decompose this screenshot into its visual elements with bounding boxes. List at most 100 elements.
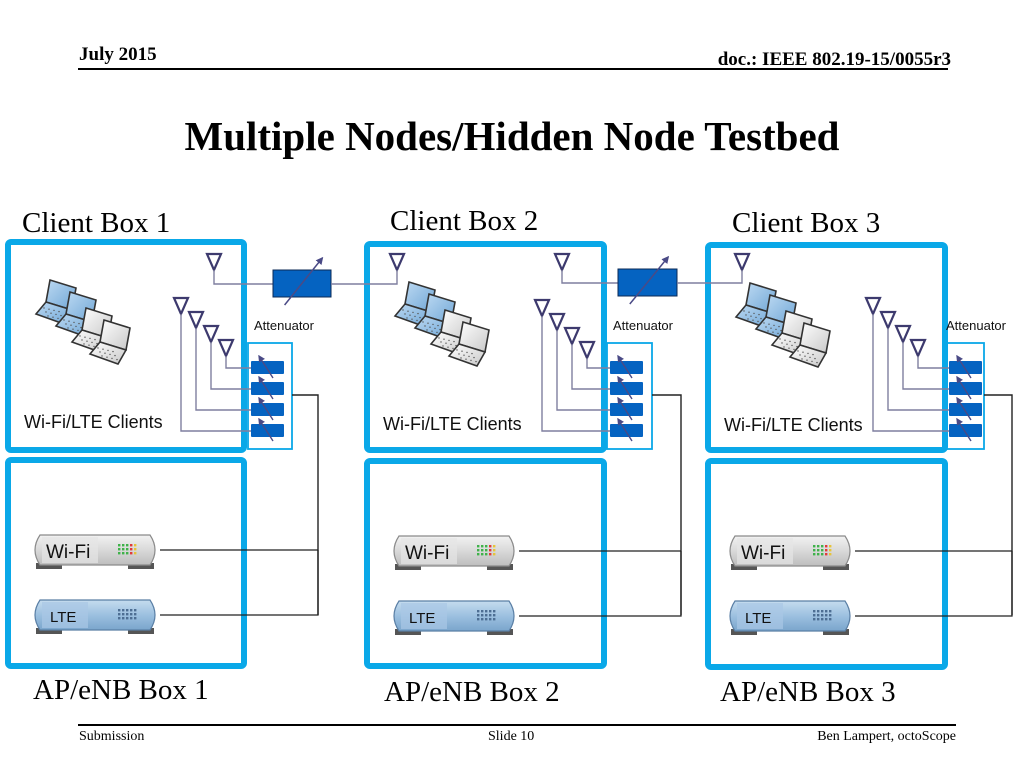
variable-arrow-icon <box>617 375 633 400</box>
antenna-wire <box>225 356 251 369</box>
router-foot <box>731 564 757 570</box>
attenuator-channel-2 <box>949 375 982 400</box>
antenna-icon <box>217 338 235 359</box>
variable-arrow-icon <box>258 354 274 379</box>
client-box-3 <box>705 242 948 453</box>
attenuator-channel <box>610 424 643 437</box>
lte-label: LTE <box>745 610 771 627</box>
lte-enb: LTE <box>393 600 515 635</box>
ap-box-3 <box>705 458 948 670</box>
attenuator-panel <box>945 342 985 450</box>
antenna-wire <box>180 314 251 432</box>
laptops-icon <box>393 280 490 367</box>
variable-arrow-icon <box>629 255 670 305</box>
router-foot <box>823 564 849 570</box>
antenna-wire <box>887 328 949 411</box>
attenuator-channel <box>251 424 284 437</box>
variable-arrow-icon <box>258 417 274 442</box>
variable-arrow-icon <box>617 354 633 379</box>
antenna-icon <box>733 252 751 273</box>
attenuator-channel <box>251 403 284 416</box>
attenuator-channel <box>610 382 643 395</box>
attenuator-channel <box>251 382 284 395</box>
variable-arrow-icon <box>258 396 274 421</box>
attenuator-channel-1 <box>251 354 284 379</box>
attenuator-channel <box>949 361 982 374</box>
lte-label: LTE <box>409 610 435 627</box>
lte-label: LTE <box>50 609 76 626</box>
wifi-label: Wi-Fi <box>741 543 785 564</box>
attenuator-label: Attenuator <box>946 318 1007 333</box>
antenna-icon <box>205 252 223 273</box>
attenuator-channel-1 <box>610 354 643 379</box>
router-foot <box>36 628 62 634</box>
attenuator-channel <box>949 424 982 437</box>
router-foot <box>731 629 757 635</box>
cable-to-ap <box>984 394 1013 615</box>
attenuator-channel-2 <box>251 375 284 400</box>
attenuator-channel-4 <box>251 417 284 442</box>
attenuator-channel-3 <box>251 396 284 421</box>
router-foot <box>823 629 849 635</box>
link-wire <box>213 270 273 285</box>
variable-arrow-icon <box>956 396 972 421</box>
attenuator-channel-3 <box>610 396 643 421</box>
link-attenuator-1-2 <box>272 256 332 306</box>
attenuator-label: Attenuator <box>613 318 674 333</box>
footer-author: Ben Lampert, octoScope <box>817 729 956 744</box>
client-box-1-label: Client Box 1 <box>22 207 171 239</box>
laptop-keyboard <box>447 343 487 367</box>
laptop-keyboard <box>788 344 828 368</box>
clients-label: Wi-Fi/LTE Clients <box>383 414 522 434</box>
attenuator-channel-3 <box>949 396 982 421</box>
attenuator-channel <box>949 403 982 416</box>
antenna-icon <box>187 310 205 331</box>
antenna-icon <box>563 326 581 347</box>
lte-enb: LTE <box>34 599 156 634</box>
variable-arrow-icon <box>258 375 274 400</box>
router-foot <box>395 564 421 570</box>
antenna-icon <box>879 310 897 331</box>
cable-to-ap <box>652 394 682 615</box>
client-box-2 <box>364 241 607 453</box>
antenna-wire <box>571 344 610 390</box>
footer-submission: Submission <box>79 729 145 744</box>
antenna-wire <box>586 358 610 369</box>
cable-lte <box>855 551 1013 617</box>
router-foot <box>395 629 421 635</box>
footer-divider <box>78 724 956 726</box>
client-box-2-label: Client Box 2 <box>390 205 539 237</box>
router-foot <box>487 564 513 570</box>
antenna-icon <box>894 324 912 345</box>
clients-label: Wi-Fi/LTE Clients <box>724 415 863 435</box>
laptop-icon <box>788 321 831 368</box>
antenna-icon <box>548 312 566 333</box>
laptop-icon <box>88 318 131 365</box>
laptops-icon <box>34 278 131 365</box>
laptop-icon <box>447 320 490 367</box>
ap-box-3-label: AP/eNB Box 3 <box>720 676 896 708</box>
antenna-icon <box>202 324 220 345</box>
attenuator-channel <box>610 361 643 374</box>
laptops-icon <box>734 281 831 368</box>
antenna-wire <box>917 356 949 369</box>
variable-arrow-icon <box>956 417 972 442</box>
link-wire <box>677 270 743 284</box>
router-foot <box>128 563 154 569</box>
router-foot <box>128 628 154 634</box>
antenna-icon <box>388 252 406 273</box>
slide-title: Multiple Nodes/Hidden Node Testbed <box>184 113 840 159</box>
attenuator-label: Attenuator <box>254 318 315 333</box>
variable-arrow-icon <box>284 256 324 306</box>
variable-arrow-icon <box>617 417 633 442</box>
wifi-ap: Wi-Fi <box>34 534 156 569</box>
attenuator-channel-4 <box>610 417 643 442</box>
wifi-ap: Wi-Fi <box>729 535 851 570</box>
antenna-wire <box>872 314 949 432</box>
wifi-ap: Wi-Fi <box>393 535 515 570</box>
link-wire <box>331 270 398 285</box>
attenuator-channel-2 <box>610 375 643 400</box>
antenna-icon <box>909 338 927 359</box>
clients-label: Wi-Fi/LTE Clients <box>24 412 163 432</box>
ap-box-1 <box>5 457 247 669</box>
